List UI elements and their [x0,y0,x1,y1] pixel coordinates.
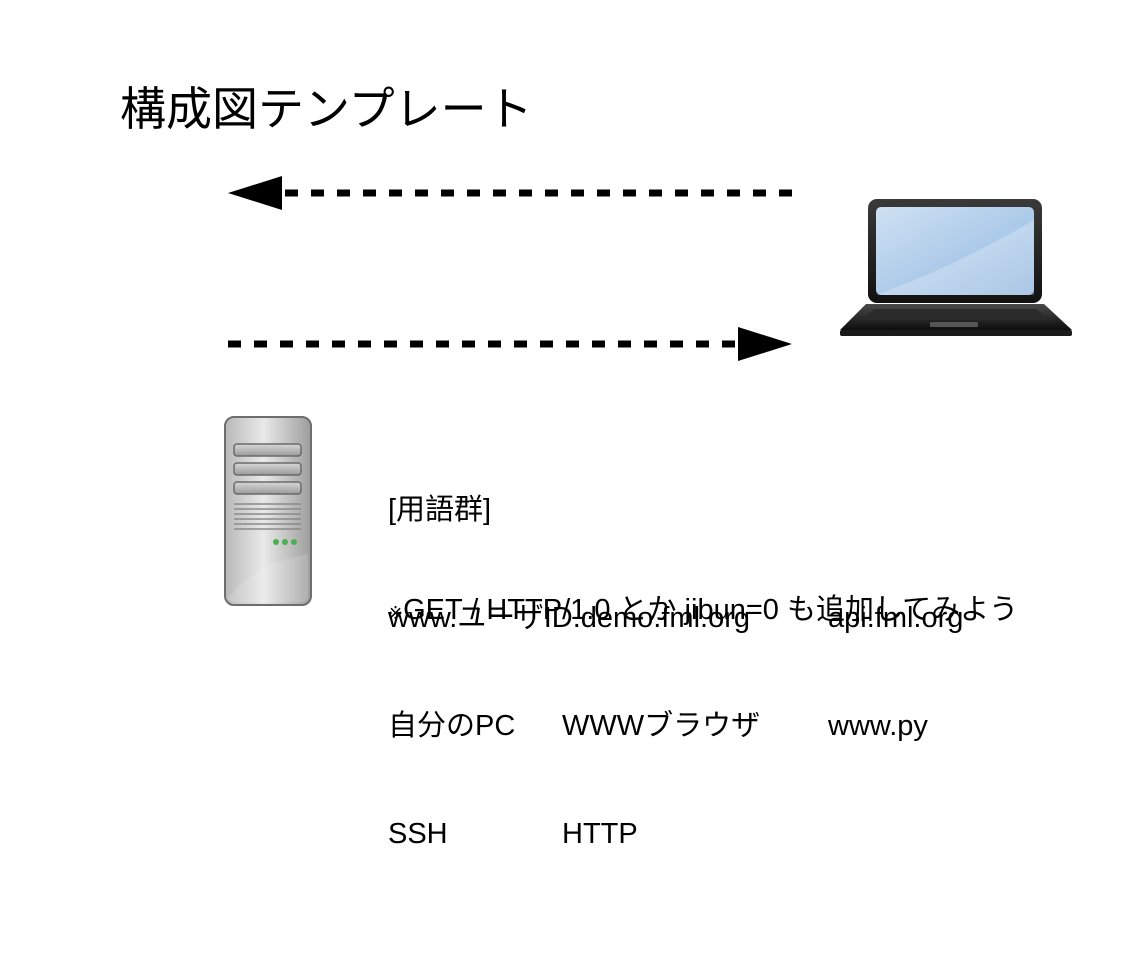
request-arrow [228,327,792,361]
laptop-icon [840,199,1072,336]
page-title: 構成図テンプレート [120,83,533,135]
note-body: GET / HTTP/1.0 とか jibun=0 も追加してみよう [403,594,1019,626]
term-api-domain: api.fml.org [828,602,964,634]
response-arrow [228,176,792,210]
term-www-py: www.py [828,710,928,742]
note-text: ※GET / HTTP/1.0 とか jibun=0 も追加してみよう [388,592,1018,631]
term-http: HTTP [562,818,638,850]
terms-block: [用語群] www.ユーザID.demo.fml.org api.fml.org… [388,420,963,888]
terms-row: SSH HTTP [388,816,638,852]
server-tower-icon [224,416,312,606]
terms-heading: [用語群] [388,494,492,526]
terms-row: www.ユーザID.demo.fml.org api.fml.org [388,600,963,636]
terms-row: 自分のPC WWWブラウザ www.py [388,708,928,744]
term-ssh: SSH [388,818,448,850]
flow-arrows [228,176,792,361]
note-mark: ※ [388,603,404,623]
term-user-domain: www.ユーザID.demo.fml.org [388,602,750,634]
term-own-pc: 自分のPC [388,710,516,742]
term-www-browser: WWWブラウザ [562,710,761,742]
